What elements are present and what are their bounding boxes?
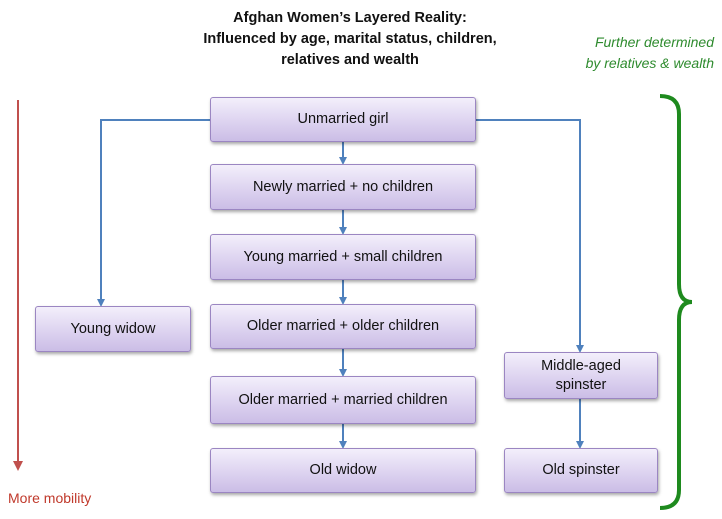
node-label: Young widow <box>70 320 156 337</box>
node-label: Old widow <box>309 462 377 478</box>
node-label: Older married + older children <box>246 318 440 334</box>
node-unmarried-girl: Unmarried girl <box>210 97 476 142</box>
node-older-married-married-children: Older married + married children <box>210 376 476 424</box>
node-label: Young married + small children <box>243 248 443 265</box>
title-line-2: Influenced by age, marital status, child… <box>203 31 497 47</box>
node-young-married: Young married + small children <box>210 234 476 280</box>
arrow-girl-to-young-widow <box>97 119 210 307</box>
node-label: Older married + married children <box>238 391 448 408</box>
node-label: Unmarried girl <box>297 111 389 127</box>
node-label: Newly married + no children <box>252 178 434 195</box>
note-line-2: by relatives & wealth <box>585 55 714 71</box>
green-brace <box>659 94 693 510</box>
relatives-wealth-note: Further determined by relatives & wealth <box>548 32 714 74</box>
mobility-label: More mobility <box>8 490 92 506</box>
node-label: Middle-aged spinster <box>541 357 621 393</box>
node-label: Old spinster <box>542 462 620 478</box>
node-older-married-older-children: Older married + older children <box>210 304 476 349</box>
node-middle-aged-spinster: Middle-aged spinster <box>504 352 658 399</box>
title-line-1: Afghan Women’s Layered Reality: <box>233 10 467 26</box>
node-old-widow: Old widow <box>210 448 476 493</box>
note-line-1: Further determined <box>594 34 714 50</box>
diagram-title: Afghan Women’s Layered Reality: Influenc… <box>140 8 560 71</box>
node-young-widow: Young widow <box>35 306 191 352</box>
node-old-spinster: Old spinster <box>504 448 658 493</box>
node-newly-married: Newly married + no children <box>210 164 476 210</box>
title-line-3: relatives and wealth <box>281 52 419 68</box>
arrow-girl-to-middle-aged-spinster <box>476 119 584 353</box>
